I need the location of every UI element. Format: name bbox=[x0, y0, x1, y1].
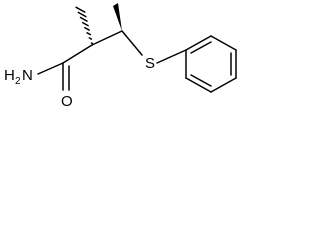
solid-wedge-methyl-c3 bbox=[113, 3, 122, 31]
bond-c2-to-c3 bbox=[91, 30, 123, 46]
atom-label-oxygen: O bbox=[61, 93, 73, 110]
bond-carbonyl-to-nitrogen bbox=[37, 62, 64, 75]
bond-carbonyl-to-c2 bbox=[62, 44, 93, 64]
atom-label-nitrogen-subscript: 2 bbox=[15, 76, 21, 87]
bond-sulfur-to-phenyl bbox=[156, 49, 187, 64]
atom-label-nitrogen: N bbox=[22, 67, 33, 84]
atom-label-sulfur: S bbox=[145, 55, 155, 72]
phenyl-ring bbox=[185, 35, 237, 93]
atom-label-nitrogen-h: H bbox=[4, 67, 15, 84]
chemical-structure: H 2 N O S bbox=[4, 3, 237, 110]
hashed-wedge-methyl-c2 bbox=[75, 6, 94, 45]
bond-c3-to-sulfur bbox=[121, 30, 143, 56]
